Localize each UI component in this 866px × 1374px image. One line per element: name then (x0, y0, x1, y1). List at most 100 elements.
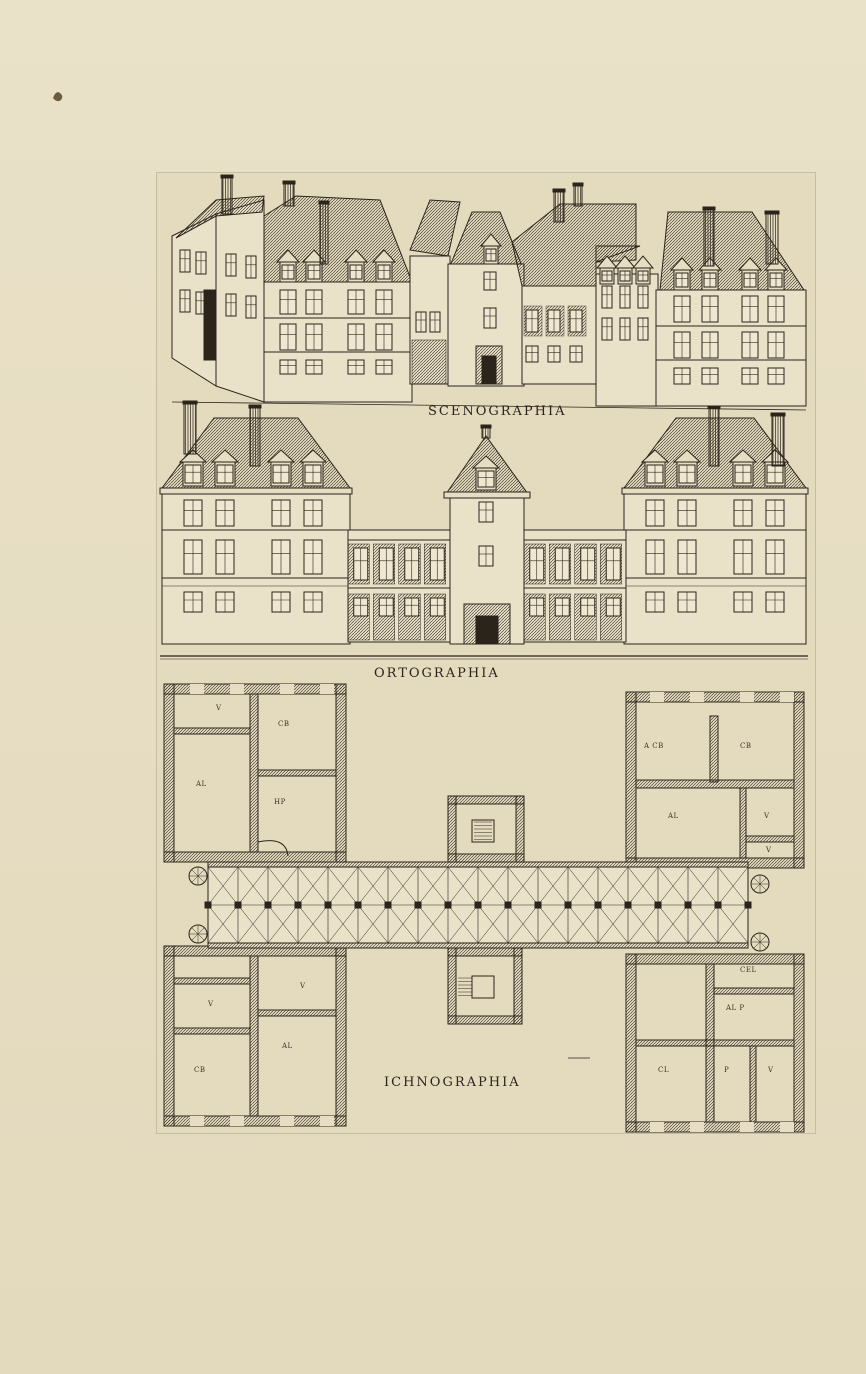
chimney-cap (480, 424, 492, 429)
room-label: V (766, 846, 772, 854)
column (744, 901, 752, 909)
room-label: V (216, 704, 222, 712)
main-door (481, 355, 497, 385)
plan-wall (207, 861, 749, 868)
stair-step (759, 935, 767, 943)
window-opening (190, 1116, 204, 1126)
vault-rib (567, 866, 599, 906)
room-label: CL (658, 1066, 670, 1074)
vault-rib (567, 904, 599, 944)
plan-wall (515, 795, 525, 863)
chimney (319, 203, 329, 265)
chimney-cap (702, 206, 716, 211)
vault-rib (357, 904, 389, 944)
vault-rib (477, 904, 509, 944)
stair-step (759, 883, 767, 891)
stair-step (753, 883, 761, 891)
left-roof (175, 195, 265, 239)
vault-rib (237, 866, 269, 906)
plan-wall (447, 853, 525, 863)
window-opening (740, 1122, 754, 1132)
vault-rib (597, 904, 629, 944)
chimney (481, 427, 491, 439)
chimney (573, 185, 583, 207)
window-opening (230, 1116, 244, 1126)
chimney-cap (552, 188, 566, 193)
chimney (249, 407, 261, 467)
window-opening (650, 692, 664, 702)
stair-step (191, 933, 199, 941)
plan-wall (163, 945, 175, 1127)
window-opening (650, 1122, 664, 1132)
room-label: CB (740, 742, 752, 750)
vault-rib (537, 904, 569, 944)
vault-rib (267, 904, 299, 944)
stair-curve (257, 840, 289, 857)
chimney-cap (764, 210, 780, 215)
vault-rib (297, 866, 329, 906)
chimney-cap (220, 174, 234, 179)
stair-step (197, 927, 205, 935)
chimney (765, 213, 779, 265)
plan-wall (335, 945, 347, 1127)
plan-wall (745, 835, 795, 843)
chimney (221, 177, 233, 215)
perspective-group (171, 174, 807, 411)
window-opening (280, 684, 294, 694)
window-opening (190, 684, 204, 694)
vault-rib (447, 866, 479, 906)
plan-wall (709, 715, 719, 783)
plan-wall (173, 977, 251, 985)
plan-wall (335, 683, 347, 863)
chimney (183, 403, 197, 455)
room-label: V (764, 812, 770, 820)
vault-rib (657, 866, 689, 906)
window-opening (740, 692, 754, 702)
chimney (708, 407, 720, 467)
plan-wall (447, 795, 457, 863)
window-opening (690, 1122, 704, 1132)
plan-wall (163, 851, 347, 863)
plan-wall (625, 691, 637, 869)
vault-rib (717, 904, 749, 944)
stair-well (471, 819, 495, 843)
plan-wall (257, 1009, 337, 1017)
vault-rib (507, 866, 539, 906)
stair-step (197, 875, 205, 883)
vault-rib (387, 866, 419, 906)
plan-wall (635, 779, 795, 789)
caption-scenographia: SCENOGRAPHIA (428, 404, 567, 419)
vault-rib (687, 866, 719, 906)
plan-wall (793, 691, 805, 869)
vault-rib (507, 904, 539, 944)
window-opening (230, 684, 244, 694)
stair-step (753, 877, 761, 885)
room-label: A CB (644, 742, 664, 750)
window-opening (320, 684, 334, 694)
ornament-mark-icon (53, 92, 63, 102)
plan-wall (513, 947, 523, 1025)
vault-rib (207, 866, 239, 906)
vault-rib (417, 866, 449, 906)
chimney-cap (318, 200, 330, 205)
room-label: V (208, 1000, 214, 1008)
plan-wall (447, 795, 525, 805)
shadow-pilaster (203, 289, 217, 361)
caption-ortographia: ORTOGRAPHIA (374, 666, 500, 681)
court-roof (409, 199, 461, 257)
room-label: AL (196, 780, 207, 788)
plan-wall (625, 953, 637, 1133)
stair-step (191, 927, 199, 935)
vault-rib (537, 866, 569, 906)
stair-step (759, 941, 767, 949)
window-opening (780, 692, 794, 702)
room-label: AL (668, 812, 679, 820)
window-opening (320, 1116, 334, 1126)
chimney-cap (770, 412, 786, 417)
plan-wall (793, 953, 805, 1133)
room-label: CB (278, 720, 290, 728)
plan-group (163, 683, 805, 1133)
window-opening (690, 692, 704, 702)
